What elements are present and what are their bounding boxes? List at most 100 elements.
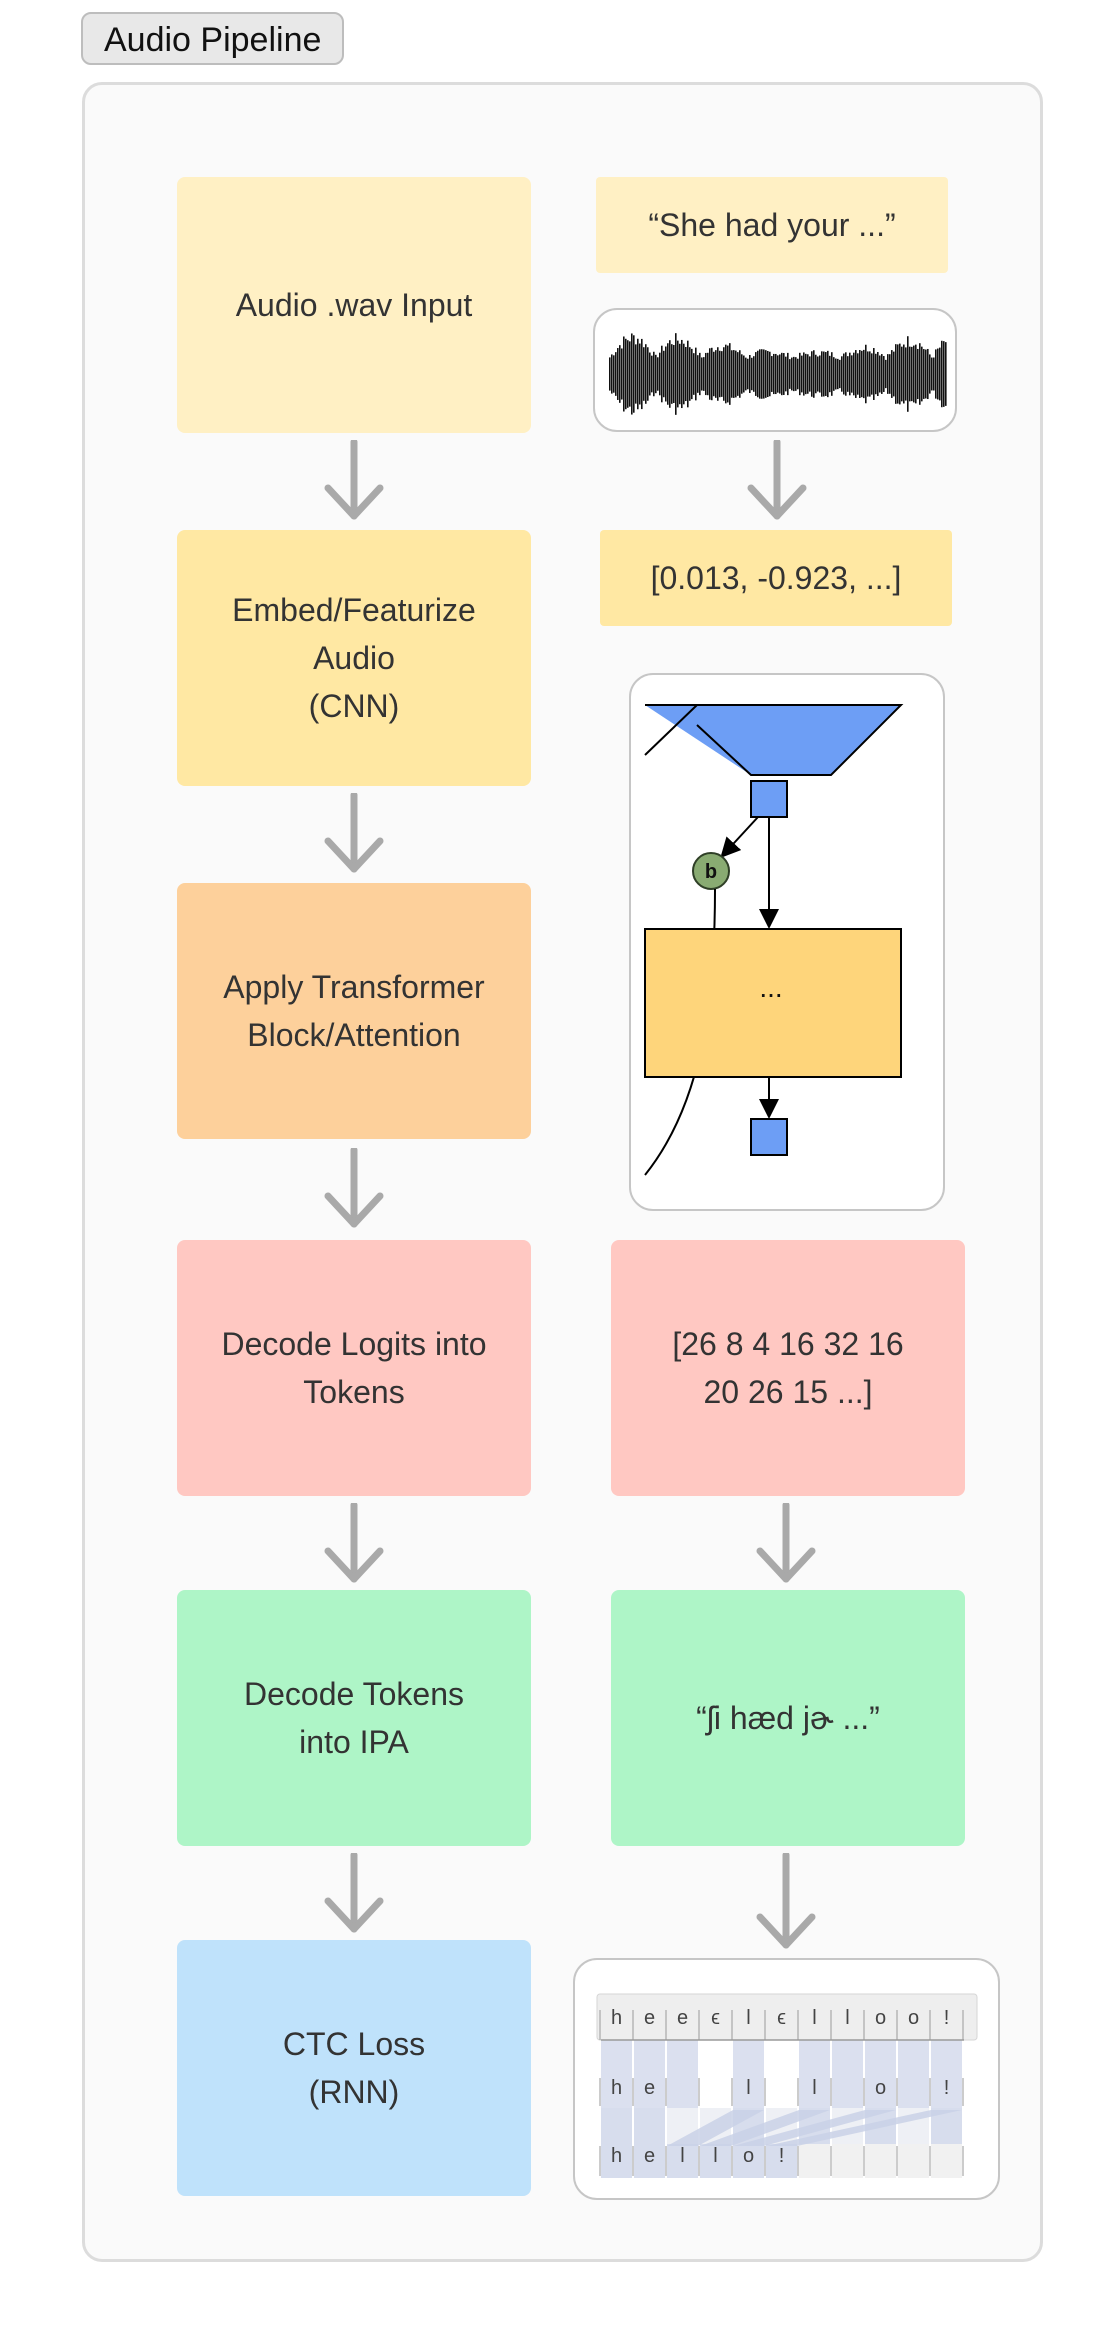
- waveform-bar: [861, 350, 863, 398]
- waveform-bar: [931, 357, 933, 391]
- waveform-bar: [913, 345, 915, 403]
- ctc-char: l: [746, 2077, 750, 2099]
- waveform-bar: [881, 354, 883, 394]
- waveform-bar: [751, 357, 753, 391]
- waveform-bar: [633, 335, 635, 413]
- waveform-bar: [795, 357, 797, 391]
- waveform-bar: [713, 351, 715, 397]
- waveform-bar: [611, 354, 613, 394]
- waveform-bar: [831, 352, 833, 396]
- waveform-bar: [905, 347, 907, 401]
- waveform-bar: [655, 354, 657, 394]
- waveform-bar: [687, 340, 689, 408]
- waveform-bar: [729, 343, 731, 405]
- waveform-bar: [641, 338, 643, 410]
- arrow-down-icon: [322, 1503, 386, 1587]
- waveform-bar: [737, 352, 739, 396]
- waveform-bar: [781, 352, 783, 396]
- ctc-char: !: [944, 2077, 950, 2099]
- example-transcript: “She had your ...”: [596, 177, 948, 273]
- waveform-bar: [663, 350, 665, 398]
- stage-decode-ipa: Decode Tokens into IPA: [177, 1590, 531, 1846]
- waveform-bar: [885, 359, 887, 389]
- waveform-bar: [859, 350, 861, 398]
- waveform-icon: [609, 333, 947, 415]
- waveform-bar: [911, 346, 913, 402]
- waveform-bar: [771, 356, 773, 392]
- waveform-bar: [879, 355, 881, 393]
- stage-decode-logits: Decode Logits into Tokens: [177, 1240, 531, 1496]
- waveform-bar: [801, 355, 803, 393]
- waveform-bar: [791, 357, 793, 391]
- waveform-bar: [829, 355, 831, 393]
- waveform-bar: [915, 344, 917, 404]
- window-title: Audio Pipeline: [81, 12, 345, 65]
- ctc-char: l: [746, 2007, 750, 2029]
- waveform-bar: [651, 355, 653, 393]
- waveform-bar: [701, 357, 703, 391]
- waveform-bar: [705, 352, 707, 396]
- waveform-bar: [741, 354, 743, 394]
- waveform-bar: [609, 357, 611, 391]
- waveform-bar: [719, 350, 721, 398]
- waveform-bar: [787, 352, 789, 396]
- waveform-bar: [665, 346, 667, 402]
- waveform-bar: [935, 349, 937, 399]
- node-b-label: b: [705, 861, 717, 883]
- waveform-bar: [839, 359, 841, 389]
- waveform-bar: [679, 343, 681, 405]
- waveform-bar: [793, 356, 795, 392]
- waveform-bar: [843, 353, 845, 395]
- waveform-bar: [777, 355, 779, 393]
- waveform-bar: [887, 354, 889, 394]
- waveform-bar: [903, 344, 905, 404]
- waveform-bar: [873, 348, 875, 400]
- waveform-bar: [613, 355, 615, 393]
- stage-transformer: Apply Transformer Block/Attention: [177, 883, 531, 1139]
- waveform-bar: [621, 348, 623, 400]
- waveform-bar: [689, 347, 691, 401]
- waveform-bar: [661, 345, 663, 403]
- block-label: ...: [759, 972, 782, 1003]
- waveform-bar: [943, 341, 945, 407]
- waveform-bar: [647, 347, 649, 401]
- waveform-bar: [623, 336, 625, 412]
- waveform-bar: [619, 345, 621, 403]
- waveform-bar: [757, 350, 759, 398]
- waveform-bar: [697, 355, 699, 393]
- arrow-down-icon: [322, 440, 386, 524]
- waveform-bar: [649, 352, 651, 396]
- waveform-bar: [695, 347, 697, 401]
- waveform-bar: [813, 350, 815, 398]
- waveform-bar: [639, 343, 641, 405]
- waveform-bar: [893, 351, 895, 397]
- waveform-bar: [919, 343, 921, 405]
- node-b: [692, 852, 730, 890]
- waveform-bar: [841, 356, 843, 392]
- waveform-bar: [803, 352, 805, 396]
- waveform-bar: [699, 352, 701, 396]
- ctc-char: l: [812, 2077, 816, 2099]
- waveform-bar: [629, 341, 631, 407]
- stage-ctc-loss: CTC Loss (RNN): [177, 1940, 531, 2196]
- waveform-bar: [869, 351, 871, 397]
- ctc-char: o: [875, 2007, 886, 2029]
- ctc-char: e: [677, 2007, 688, 2029]
- waveform-bar: [681, 339, 683, 409]
- waveform-bar: [901, 346, 903, 402]
- waveform-bar: [747, 358, 749, 390]
- example-ipa: “ʃi hæd jɚ ...”: [611, 1590, 965, 1846]
- waveform-bar: [939, 347, 941, 401]
- waveform-bar: [895, 344, 897, 404]
- waveform-bar: [733, 350, 735, 398]
- waveform-bar: [837, 358, 839, 390]
- waveform-bar: [833, 357, 835, 391]
- waveform-bar: [809, 356, 811, 392]
- waveform-bar: [849, 352, 851, 396]
- waveform-bar: [923, 349, 925, 399]
- waveform-bar: [929, 354, 931, 394]
- waveform-bar: [717, 347, 719, 401]
- waveform-bar: [635, 344, 637, 404]
- waveform-bar: [783, 353, 785, 395]
